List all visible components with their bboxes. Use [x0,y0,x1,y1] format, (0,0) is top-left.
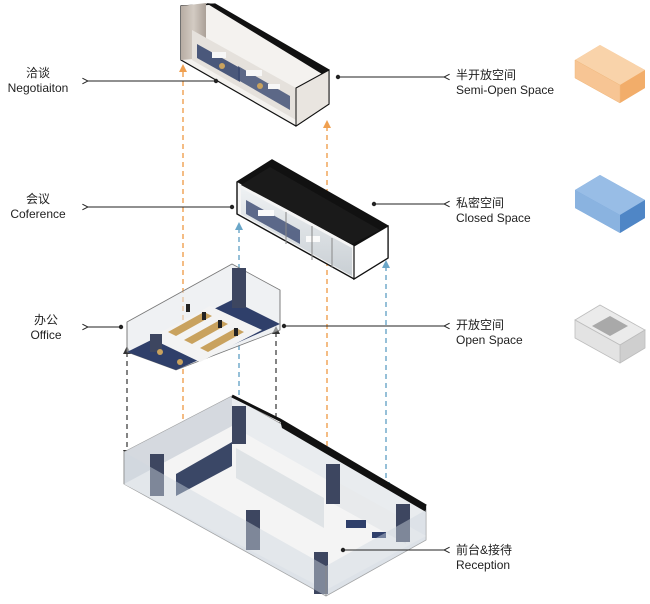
conference-volume [236,159,389,281]
label-semi-open-zh: 半开放空间 [456,68,517,82]
legend-closed-box [575,175,645,233]
office-desks [168,304,244,352]
label-reception-zh: 前台&接待 [456,543,513,557]
label-reception-en: Reception [456,558,511,572]
reception-volume [123,394,427,597]
conference-end-wall [353,224,389,281]
label-semi-open-en: Semi-Open Space [456,83,555,97]
arrowhead-blue-top [235,222,243,230]
negotiation-volume [180,3,330,127]
leader-lines [88,75,444,552]
arrowhead-blue-right-top [382,260,390,268]
legend-semi-open-box [574,45,645,104]
label-office-en: Office [30,328,62,342]
legend-open-box [574,304,646,364]
label-negotiation: 洽谈 Negotiaiton [6,66,70,96]
label-open-space-en: Open Space [456,333,523,347]
label-negotiation-zh: 洽谈 [25,66,50,80]
label-closed-en: Closed Space [456,211,531,225]
office-column [232,268,246,308]
label-conference-en: Coference [10,207,66,221]
label-closed-zh: 私密空间 [456,196,505,210]
reception-columns [150,406,410,594]
label-conference-zh: 会议 [25,192,50,206]
office-volume [126,263,281,371]
label-semi-open: 半开放空间 Semi-Open Space [456,68,554,98]
label-negotiation-en: Negotiaiton [7,81,69,95]
arrowhead-orange-top [179,64,187,72]
label-open-space: 开放空间 Open Space [456,318,523,348]
label-closed: 私密空间 Closed Space [456,196,531,226]
label-office-zh: 办公 [33,313,58,327]
label-office: 办公 Office [14,313,78,343]
reception-dark-wall [280,420,426,512]
negotiation-end-wall [295,69,330,127]
label-reception: 前台&接待 Reception [456,543,512,573]
arrowhead-orange-right-top [323,120,331,128]
label-open-space-zh: 开放空间 [456,318,505,332]
label-conference: 会议 Coference [6,192,70,222]
